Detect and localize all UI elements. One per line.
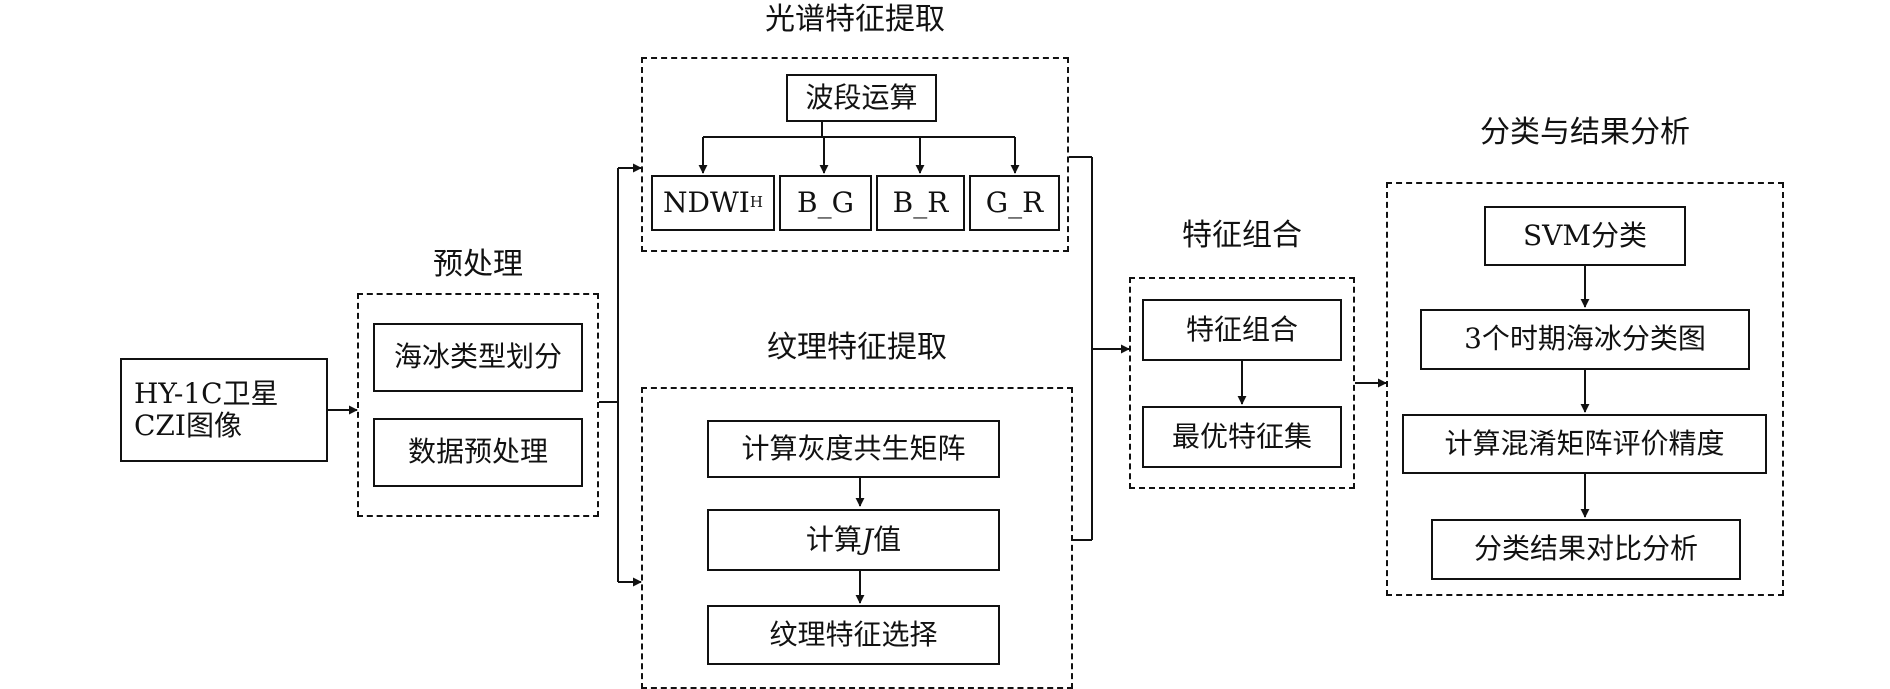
classify-title: 分类与结果分析 [1480, 115, 1690, 150]
j-value-prefix: 计算 [805, 522, 862, 556]
classify-group [1386, 182, 1784, 596]
preprocess-item-data: 数据预处理 [373, 418, 583, 487]
source-image-box: HY-1C卫星 CZI图像 [120, 358, 328, 462]
preprocess-group [357, 293, 599, 517]
combine-item-feature-combo: 特征组合 [1142, 299, 1342, 361]
preprocess-item-ice-type: 海冰类型划分 [373, 323, 583, 392]
ndwi-sub: H [749, 193, 763, 212]
ndwi-main: NDWI [663, 185, 750, 219]
combine-item-optimal-set: 最优特征集 [1142, 406, 1342, 468]
texture-group [641, 387, 1073, 689]
combine-title: 特征组合 [1182, 218, 1302, 253]
spectral-leaf-bg: B_G [779, 175, 872, 231]
spectral-group [641, 57, 1069, 252]
preprocess-title: 预处理 [433, 247, 523, 282]
classify-item-comparison: 分类结果对比分析 [1431, 519, 1741, 580]
classify-item-maps: 3个时期海冰分类图 [1420, 309, 1750, 370]
classify-item-svm: SVM分类 [1484, 206, 1686, 266]
spectral-root-band-math: 波段运算 [786, 74, 937, 122]
j-value-var: J [861, 522, 874, 556]
combine-group [1129, 277, 1355, 489]
spectral-leaf-gr: G_R [969, 175, 1060, 231]
source-line-1: HY-1C卫星 [134, 376, 279, 410]
texture-title: 纹理特征提取 [767, 330, 947, 365]
source-line-2: CZI图像 [134, 409, 242, 442]
spectral-title: 光谱特征提取 [765, 2, 945, 37]
texture-step-glcm: 计算灰度共生矩阵 [707, 420, 1000, 478]
j-value-suffix: 值 [873, 522, 902, 556]
texture-step-select: 纹理特征选择 [707, 605, 1000, 665]
spectral-leaf-br: B_R [876, 175, 965, 231]
classify-item-confusion-matrix: 计算混淆矩阵评价精度 [1402, 414, 1767, 474]
